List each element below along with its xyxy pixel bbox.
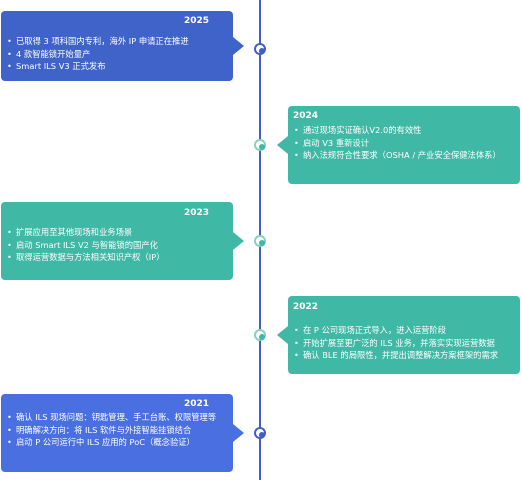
milestone-item-list: 扩展应用至其他现场和业务场景 启动 Smart ILS V2 与智能锁的国产化 …	[7, 226, 227, 264]
milestone-item: 纳入法规符合性要求（OSHA / 产业安全保健法体系）	[294, 149, 514, 162]
milestone-item: 确认 BLE 的局限性，并提出调整解决方案框架的需求	[294, 349, 514, 362]
milestone-card-2023: 2023 扩展应用至其他现场和业务场景 启动 Smart ILS V2 与智能锁…	[1, 202, 233, 280]
milestone-item-list: 在 P 公司现场正式导入，进入运营阶段 开始扩展至更广泛的 ILS 业务，并落实…	[294, 324, 514, 362]
milestone-item: 确认 ILS 现场问题：钥匙管理、手工台账、权限管理等	[7, 411, 227, 424]
milestone-item: 明确解决方向：将 ILS 软件与外接智能挂锁结合	[7, 424, 227, 437]
milestone-item: 已取得 3 项科国内专利，海外 IP 申请正在推进	[7, 35, 227, 48]
milestone-item: 4 款智能锁开始量产	[7, 48, 227, 61]
milestone-item: 启动 Smart ILS V2 与智能锁的国产化	[7, 239, 227, 252]
milestone-card-2025: 2025 已取得 3 项科国内专利，海外 IP 申请正在推进 4 款智能锁开始量…	[1, 11, 233, 81]
milestone-item: 取得运营数据与方法相关知识产权（IP）	[7, 251, 227, 264]
timeline-node-2024	[254, 139, 266, 151]
milestone-year: 2024	[293, 111, 319, 121]
milestone-card-2024: 2024 通过现场实证确认V2.0的有效性 启动 V3 重新设计 纳入法规符合性…	[288, 106, 520, 184]
milestone-item: Smart ILS V3 正式发布	[7, 60, 227, 73]
milestone-item: 扩展应用至其他现场和业务场景	[7, 226, 227, 239]
milestone-item-list: 确认 ILS 现场问题：钥匙管理、手工台账、权限管理等 明确解决方向：将 ILS…	[7, 411, 227, 449]
milestone-item: 启动 P 公司运行中 ILS 应用的 PoC（概念验证）	[7, 436, 227, 449]
timeline-node-2025	[254, 43, 266, 55]
timeline-node-2021	[254, 427, 266, 439]
card-pointer	[277, 326, 288, 344]
milestone-card-2021: 2021 确认 ILS 现场问题：钥匙管理、手工台账、权限管理等 明确解决方向：…	[1, 394, 233, 472]
milestone-item: 开始扩展至更广泛的 ILS 业务，并落实实现运营数据	[294, 337, 514, 350]
milestone-item-list: 已取得 3 项科国内专利，海外 IP 申请正在推进 4 款智能锁开始量产 Sma…	[7, 35, 227, 73]
card-pointer	[277, 136, 288, 154]
milestone-item: 启动 V3 重新设计	[294, 137, 514, 150]
milestone-item-list: 通过现场实证确认V2.0的有效性 启动 V3 重新设计 纳入法规符合性要求（OS…	[294, 124, 514, 162]
timeline-node-2023	[254, 235, 266, 247]
card-pointer	[233, 37, 244, 55]
milestone-item: 通过现场实证确认V2.0的有效性	[294, 124, 514, 137]
milestone-year: 2021	[184, 399, 210, 409]
card-pointer	[233, 232, 244, 250]
timeline-node-2022	[254, 329, 266, 341]
milestone-year: 2025	[184, 16, 210, 26]
card-pointer	[233, 424, 244, 442]
milestone-year: 2022	[293, 302, 319, 312]
milestone-item: 在 P 公司现场正式导入，进入运营阶段	[294, 324, 514, 337]
milestone-year: 2023	[184, 208, 210, 218]
milestone-card-2022: 2022 在 P 公司现场正式导入，进入运营阶段 开始扩展至更广泛的 ILS 业…	[288, 296, 520, 374]
